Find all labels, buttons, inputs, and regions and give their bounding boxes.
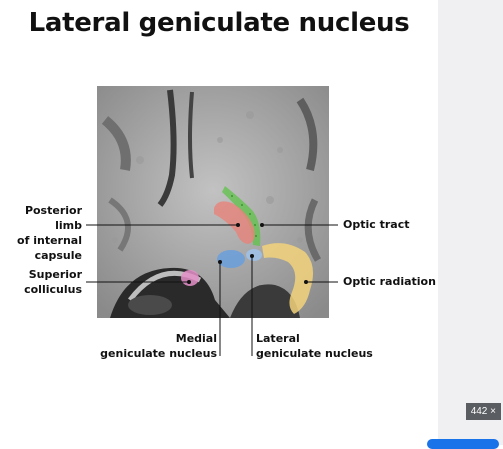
medial-geniculate-region [217,250,245,268]
label-posterior-limb: Posterior limb of internal capsule [17,204,82,262]
label-lateral-geniculate: Lateral geniculate nucleus [256,332,373,360]
page-title: Lateral geniculate nucleus [28,8,410,38]
mri-image [97,86,329,318]
diagram-canvas: Lateral geniculate nucleus [17,8,436,360]
optic-tract-region [222,186,261,246]
label-optic-radiation: Optic radiation [343,275,436,288]
optic-radiation-region [262,243,314,314]
image-dimension-badge: 442 × [465,403,501,420]
action-button[interactable] [427,439,499,449]
label-medial-geniculate: Medial geniculate nucleus [100,332,217,360]
label-superior-colliculus: Superior colliculus [24,268,82,296]
posterior-limb-region [214,201,255,244]
viewer-side-panel: 442 × [438,0,503,445]
optic-tract-dots [231,195,257,237]
label-optic-tract: Optic tract [343,218,410,231]
lateral-geniculate-region [246,249,262,261]
brain-mri-figure [86,86,338,356]
